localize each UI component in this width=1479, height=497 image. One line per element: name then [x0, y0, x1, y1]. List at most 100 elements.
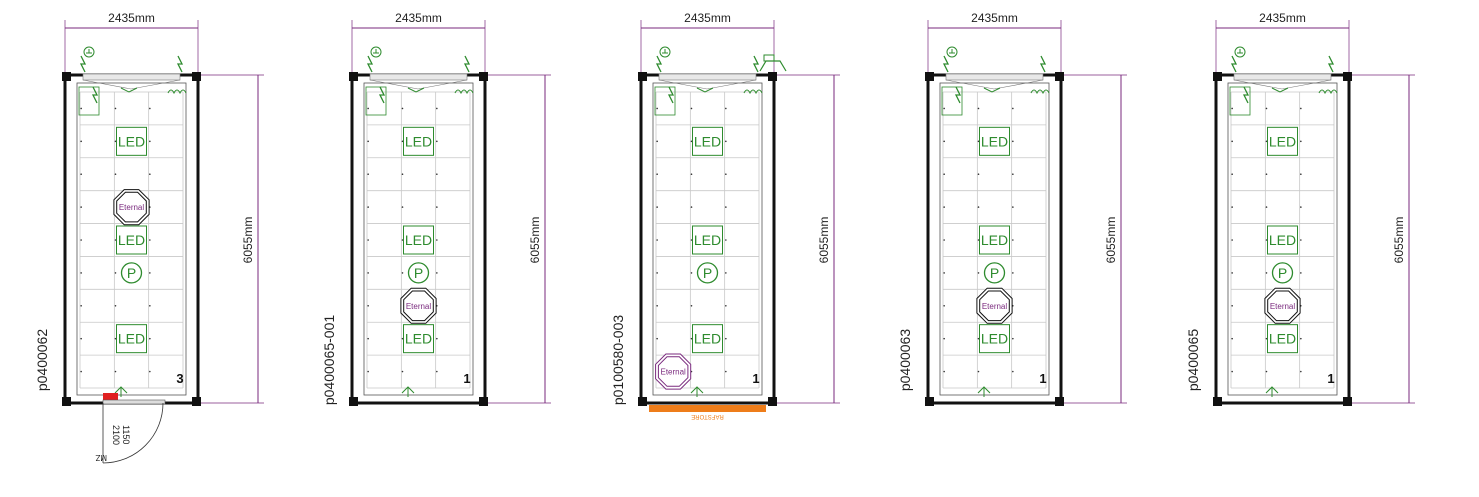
grid-dot: [690, 272, 693, 274]
grid-dot: [436, 140, 438, 143]
grid-dot: [80, 337, 82, 340]
grid-dot: [1300, 140, 1302, 143]
plan-id-label: p0400062: [34, 329, 50, 392]
grid-dot: [977, 239, 980, 241]
grid-dot: [436, 337, 438, 340]
grid-dot: [656, 206, 658, 208]
grid-dot: [656, 304, 658, 307]
grid-dot: [1012, 272, 1014, 274]
grid-dot: [80, 206, 82, 208]
grid-dot: [114, 304, 117, 307]
power-entry-icon: [463, 55, 471, 73]
power-entry-icon: [655, 55, 663, 73]
power-socket-icon: [407, 262, 430, 284]
door-swing-arc: [102, 402, 164, 464]
grid-dot: [149, 173, 151, 176]
power-socket-icon: [120, 262, 143, 284]
inlet-icon: [696, 87, 714, 93]
grid-dot: [149, 337, 151, 340]
door-height-label: 2100: [111, 425, 121, 445]
power-entry-icon: [176, 55, 184, 73]
panel-outline: [945, 79, 1044, 90]
grid-dot: [977, 337, 980, 340]
corner-post: [1213, 397, 1222, 406]
corner-post: [192, 397, 201, 406]
distribution-box: [1229, 86, 1251, 116]
corner-number: 1: [1039, 371, 1046, 386]
plan-id-label: p0400065: [1185, 329, 1201, 392]
grid-dot: [436, 107, 438, 110]
corner-post: [925, 72, 934, 81]
led-label: LED: [981, 232, 1008, 248]
grid-dot: [401, 337, 404, 340]
grid-dot: [943, 107, 945, 110]
vent-icon: [977, 386, 991, 397]
grid-dot: [1231, 272, 1233, 274]
led-light-fixture: [403, 225, 434, 255]
grid-dot: [114, 239, 117, 241]
power-socket-label: P: [127, 265, 136, 281]
grid-dot: [367, 370, 369, 373]
grid-dot: [149, 239, 151, 241]
grid-dot: [725, 173, 727, 176]
led-label: LED: [405, 232, 432, 248]
grid-dot: [1231, 239, 1233, 241]
led-label: LED: [694, 232, 721, 248]
inner-wall: [363, 82, 474, 396]
heating-cable-icon: [1030, 89, 1050, 95]
led-light-fixture: [1267, 324, 1298, 354]
inner-wall: [1227, 82, 1338, 396]
grid-dot: [1265, 370, 1268, 373]
width-dimension-label: 2435mm: [684, 11, 731, 25]
grid-dot: [943, 140, 945, 143]
ground-icon: [659, 46, 671, 58]
eternal-heater-inner: [1267, 290, 1298, 322]
grid-dot: [114, 173, 117, 176]
grid-dot: [1265, 173, 1268, 176]
door-handle-marker: [103, 393, 118, 400]
led-light-fixture: [1267, 126, 1298, 156]
electrical-panel: [369, 73, 468, 81]
grid-dot: [1012, 370, 1014, 373]
corner-post: [1213, 72, 1222, 81]
electrical-panel: [658, 73, 757, 81]
grid-dot: [1012, 206, 1014, 208]
corner-number: 1: [752, 371, 759, 386]
panel-outline: [658, 79, 757, 90]
corner-post: [1055, 72, 1064, 81]
grid-dot: [690, 206, 693, 208]
grid-dot: [725, 304, 727, 307]
power-entry-icon: [1039, 55, 1047, 73]
grid-dot: [656, 239, 658, 241]
power-socket-icon: [983, 262, 1006, 284]
grid-dot: [80, 140, 82, 143]
grid-dot: [1300, 107, 1302, 110]
grid-dot: [656, 272, 658, 274]
eternal-heater-inner: [657, 356, 689, 387]
led-label: LED: [981, 331, 1008, 347]
led-light-fixture: [979, 225, 1010, 255]
heating-cable-icon: [167, 89, 187, 95]
power-entry-icon: [366, 55, 374, 73]
grid-dot: [1265, 272, 1268, 274]
inner-wall: [652, 82, 763, 396]
ground-icon: [370, 46, 382, 58]
grid-dot: [656, 337, 658, 340]
grid-dot: [367, 239, 369, 241]
power-socket-label: P: [703, 265, 712, 281]
grid-dot: [943, 272, 945, 274]
power-socket-icon: [696, 262, 719, 284]
power-entry-icon: [1327, 55, 1335, 73]
eternal-heater-inner: [116, 191, 147, 223]
grid-dot: [1265, 239, 1268, 241]
eternal-heater-outer: [655, 353, 692, 390]
power-entry-icon: [91, 86, 99, 104]
grid-dot: [1265, 140, 1268, 143]
corner-post: [1343, 72, 1352, 81]
led-label: LED: [118, 331, 145, 347]
eternal-heater-outer: [113, 189, 150, 226]
grid-dot: [436, 370, 438, 373]
grid-dot: [977, 370, 980, 373]
